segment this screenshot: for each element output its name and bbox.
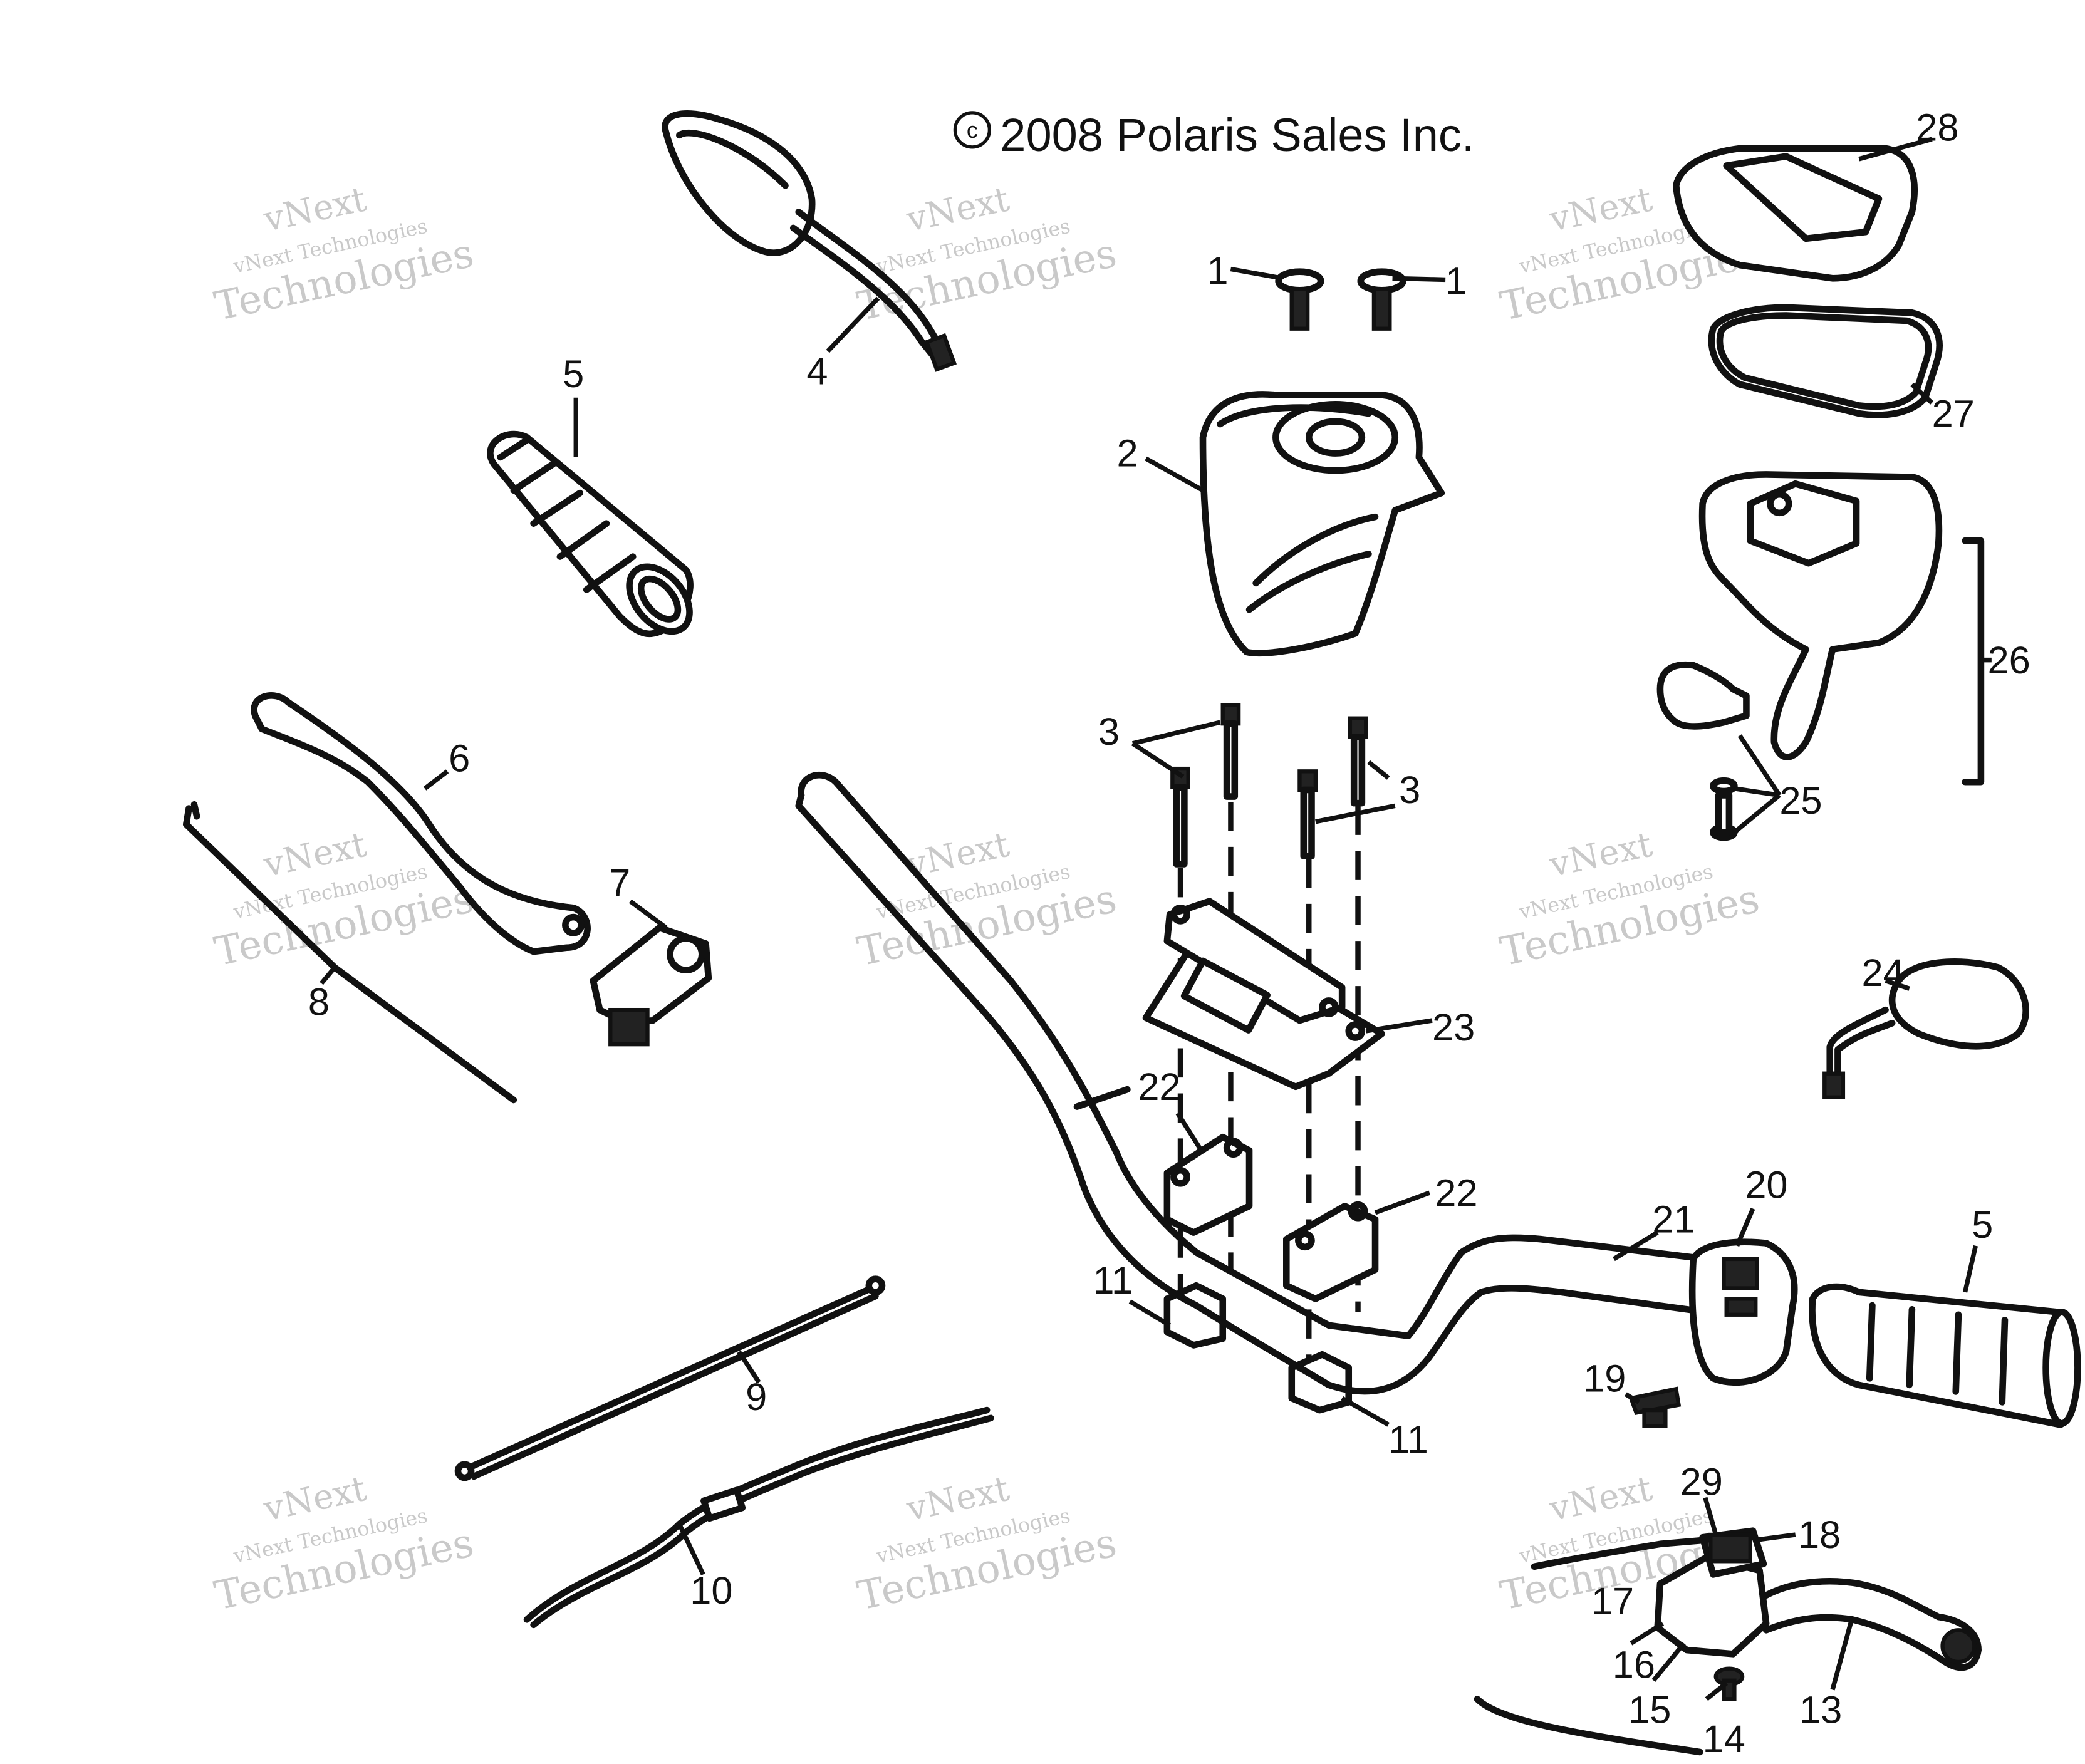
copyright-text: 2008 Polaris Sales Inc. — [1000, 109, 1474, 161]
part-13-lever-right — [1749, 1578, 1982, 1671]
callout-10: 10 — [690, 1569, 732, 1612]
callout-8: 8 — [308, 981, 330, 1024]
callout-3: 3 — [1399, 769, 1420, 812]
part-25-screws — [1710, 777, 1738, 841]
callout-26: 26 — [1987, 639, 2030, 682]
part-20-switch — [1688, 1238, 1798, 1386]
callout-22: 22 — [1138, 1066, 1180, 1109]
copyright: c 2008 Polaris Sales Inc. — [953, 109, 1475, 161]
part-4-mirror-left — [662, 110, 957, 372]
copyright-icon — [953, 111, 992, 149]
callout-16: 16 — [1613, 1643, 1655, 1686]
callout-23: 23 — [1432, 1006, 1475, 1049]
callout-3: 3 — [1098, 710, 1120, 754]
callouts: 1 1 2 3 3 4 5 5 6 7 8 9 10 11 11 13 14 1… — [308, 106, 2030, 1761]
callout-1: 1 — [1445, 260, 1467, 303]
part-28-cover — [1673, 145, 1918, 282]
watermark: vNext vNext Technologies Technologies — [853, 179, 1120, 329]
watermark: vNext vNext Technologies Technologies — [211, 1468, 477, 1619]
callout-13: 13 — [1799, 1688, 1842, 1731]
part-3-bolts — [1170, 703, 1368, 868]
part-9-cable — [454, 1275, 886, 1481]
callout-24: 24 — [1862, 952, 1905, 995]
brake-line — [1474, 1537, 1710, 1756]
watermarks: vNext vNext Technologies Technologies vN… — [211, 179, 1763, 1619]
part-26-bracket — [1962, 537, 1985, 786]
part-24-mirror-right — [1822, 958, 2029, 1099]
part-26-pod-base — [1656, 471, 1943, 760]
copyright-symbol: c — [967, 117, 978, 143]
callout-11: 11 — [1093, 1259, 1133, 1302]
callout-6: 6 — [449, 737, 470, 780]
watermark: vNext vNext Technologies Technologies — [853, 1468, 1120, 1619]
part-5-grip-right — [1809, 1283, 2081, 1428]
part-2-housing — [1199, 391, 1445, 656]
callout-14: 14 — [1703, 1718, 1745, 1761]
callout-5: 5 — [563, 353, 584, 396]
watermark: vNext vNext Technologies Technologies — [211, 179, 477, 329]
callout-17: 17 — [1591, 1580, 1634, 1623]
callout-1: 1 — [1207, 249, 1228, 293]
callout-18: 18 — [1798, 1513, 1841, 1557]
callout-4: 4 — [806, 350, 828, 393]
callout-15: 15 — [1628, 1688, 1671, 1731]
part-8-cable — [182, 801, 517, 1104]
part-23-bracket — [1142, 898, 1385, 1091]
callout-19: 19 — [1583, 1357, 1626, 1400]
callout-20: 20 — [1745, 1164, 1787, 1207]
part-6-lever — [251, 692, 591, 955]
part-5-grip-left — [487, 430, 694, 638]
callout-22: 22 — [1435, 1171, 1477, 1215]
part-10-cable — [523, 1406, 994, 1629]
part-14-screw — [1713, 1666, 1745, 1701]
part-19-screw — [1628, 1386, 1682, 1428]
part-21-handlebar — [795, 771, 1710, 1395]
part-22-clamp-right — [1283, 1201, 1379, 1302]
part-7-lever-mount — [590, 924, 712, 1047]
callout-11: 11 — [1388, 1418, 1428, 1461]
callout-5: 5 — [1972, 1203, 1993, 1247]
part-15-master-cylinder — [1654, 1527, 1770, 1658]
callout-7: 7 — [609, 861, 630, 905]
callout-21: 21 — [1652, 1198, 1695, 1242]
part-1-screws — [1275, 268, 1406, 331]
callout-29: 29 — [1680, 1461, 1723, 1504]
part-27-gasket — [1708, 304, 1943, 418]
callout-9: 9 — [746, 1376, 767, 1419]
callout-27: 27 — [1932, 392, 1975, 435]
leader-lines — [320, 137, 1992, 1701]
part-22-clamp-left — [1163, 1133, 1253, 1236]
callout-2: 2 — [1116, 432, 1138, 475]
callout-25: 25 — [1779, 779, 1822, 822]
callout-28: 28 — [1916, 106, 1958, 149]
